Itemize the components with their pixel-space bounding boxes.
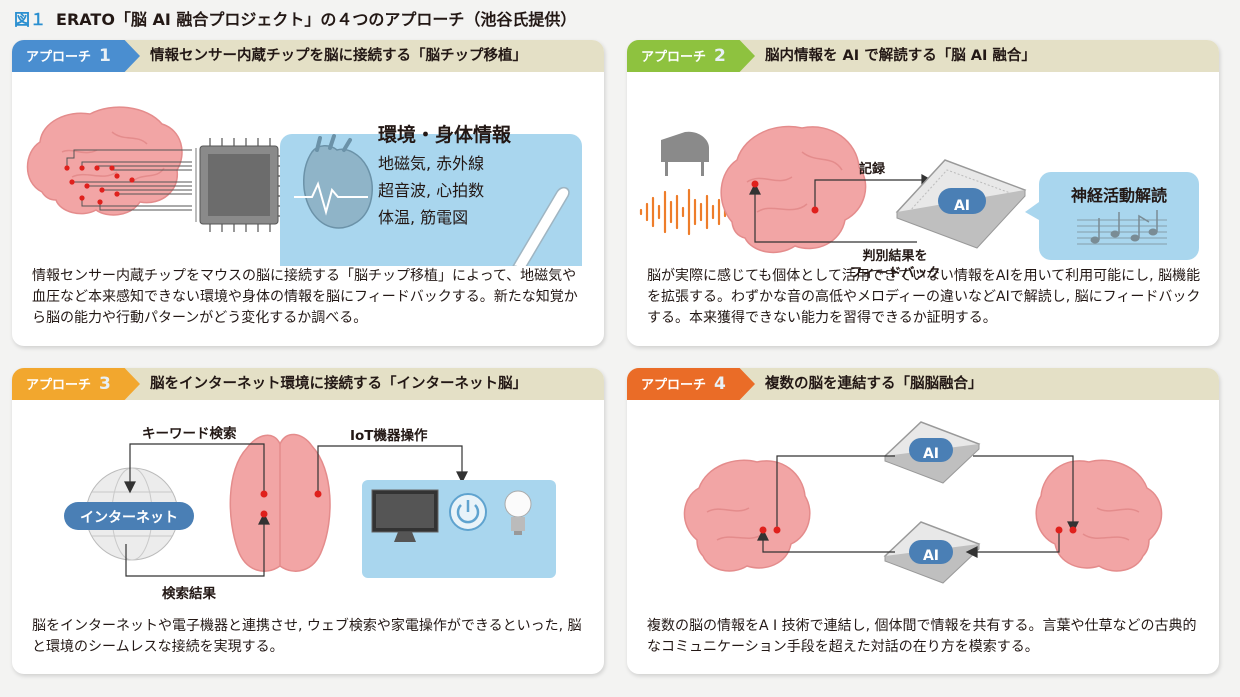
electrode-node <box>773 526 781 534</box>
panel-description: 複数の脳の情報をA I 技術で連結し, 個体間で情報を共有する。言葉や仕草などの… <box>647 618 1197 655</box>
brain-icon <box>1035 459 1163 572</box>
tag-number: 3 <box>99 374 111 394</box>
electrode-node <box>260 510 268 518</box>
approach-1-panel: アプローチ 1 情報センサー内蔵チップを脳に接続する「脳チップ移植」 <box>12 40 604 346</box>
approach-2-panel: アプローチ 2 脳内情報を AI で解読する「脳 AI 融合」 <box>627 40 1219 346</box>
ai-chip-top <box>883 421 981 484</box>
piano-icon <box>661 131 709 176</box>
tag-number: 1 <box>99 46 111 66</box>
panel-header: アプローチ 1 情報センサー内蔵チップを脳に接続する「脳チップ移植」 <box>12 40 604 72</box>
power-icon <box>449 493 487 531</box>
soundwave-icon <box>639 188 727 236</box>
approach-tag: アプローチ 1 <box>12 40 140 72</box>
ai-label: AI <box>953 198 971 214</box>
tag-label: アプローチ <box>641 50 707 65</box>
sensor-line: 体温, 筋電図 <box>378 208 469 227</box>
brain-icon <box>26 106 183 216</box>
music-notes-icon <box>1077 210 1167 245</box>
brain-icon <box>229 433 331 572</box>
brain-icon <box>720 125 867 254</box>
panel-header: アプローチ 3 脳をインターネット環境に接続する「インターネット脳」 <box>12 368 604 400</box>
feedback-line: 判別結果を <box>862 249 928 264</box>
tag-label: アプローチ <box>26 50 92 65</box>
electrode-node <box>759 526 767 534</box>
tag-number: 2 <box>714 46 726 66</box>
electrode-nodes <box>64 165 135 205</box>
approach-3-diagram <box>64 433 556 578</box>
electrode-node <box>1055 526 1063 534</box>
panel-title: 脳内情報を AI で解読する「脳 AI 融合」 <box>765 48 1036 64</box>
electrode-node <box>1069 526 1077 534</box>
figure-number: 図１ <box>14 10 47 29</box>
sensor-line: 地磁気, 赤外線 <box>378 154 485 173</box>
tag-number: 4 <box>714 374 726 394</box>
panel-description: 情報センサー内蔵チップをマウスの脳に接続する「脳チップ移植」によって、地磁気や血… <box>32 268 578 326</box>
electrode-node <box>314 490 322 498</box>
feedback-label: 判別結果を フィードバック <box>835 248 955 282</box>
electrode-node <box>751 180 759 188</box>
approach-3-panel: アプローチ 3 脳をインターネット環境に接続する「インターネット脳」 <box>12 368 604 674</box>
electrode-node <box>811 206 819 214</box>
tag-label: アプローチ <box>26 378 92 393</box>
bubble-title: 神経活動解読 <box>1070 186 1167 205</box>
panel-title: 複数の脳を連結する「脳脳融合」 <box>765 376 983 392</box>
heart-icon <box>294 134 373 229</box>
brain-icon <box>683 459 811 572</box>
approach-4-panel: アプローチ 4 複数の脳を連結する「脳脳融合」 <box>627 368 1219 674</box>
ai-label: AI <box>922 446 940 462</box>
approach-tag: アプローチ 4 <box>627 368 755 400</box>
internet-pill <box>64 502 194 530</box>
ai-chip-bottom <box>883 521 981 584</box>
electrode-node <box>260 490 268 498</box>
approach-4-diagram <box>683 421 1163 584</box>
ai-chip <box>895 159 1027 249</box>
panel-description: 脳をインターネットや電子機器と連携させ, ウェブ検索や家電操作ができるといった,… <box>32 618 582 655</box>
panel-header: アプローチ 2 脳内情報を AI で解読する「脳 AI 融合」 <box>627 40 1219 72</box>
chip-icon <box>195 138 286 232</box>
keyword-search-label: キーワード検索 <box>142 426 237 442</box>
approach-2-diagram <box>639 125 1199 260</box>
panel-header: アプローチ 4 複数の脳を連結する「脳脳融合」 <box>627 368 1219 400</box>
approach-1-diagram <box>26 106 582 266</box>
search-result-label: 検索結果 <box>162 586 216 602</box>
thermometer-icon <box>512 186 570 266</box>
search-loop-arrows <box>124 443 468 577</box>
record-label: 記録 <box>859 162 886 177</box>
approach-tag: アプローチ 3 <box>12 368 140 400</box>
sensor-list: 地磁気, 赤外線 超音波, 心拍数 体温, 筋電図 <box>378 150 484 231</box>
panel-description: 脳が実際に感じても個体として活用できていない情報をAIを用いて利用可能にし, 脳… <box>647 268 1201 326</box>
panel-title: 情報センサー内蔵チップを脳に接続する「脳チップ移植」 <box>150 48 527 64</box>
lightbulb-icon <box>504 490 532 535</box>
sensor-line: 超音波, 心拍数 <box>378 181 485 200</box>
iot-operation-label: IoT機器操作 <box>350 428 428 444</box>
bubble-title: 環境・身体情報 <box>378 124 512 146</box>
panel-title: 脳をインターネット環境に接続する「インターネット脳」 <box>150 376 527 392</box>
tv-icon <box>371 489 439 542</box>
ai-label: AI <box>922 548 940 564</box>
figure-caption: ERATO「脳 AI 融合プロジェクト」の４つのアプローチ（池谷氏提供） <box>56 10 577 29</box>
figure-title: 図１ ERATO「脳 AI 融合プロジェクト」の４つのアプローチ（池谷氏提供） <box>14 6 576 30</box>
approach-tag: アプローチ 2 <box>627 40 755 72</box>
internet-label: インターネット <box>80 510 178 526</box>
feedback-line: フィードバック <box>849 266 941 281</box>
tag-label: アプローチ <box>641 378 707 393</box>
